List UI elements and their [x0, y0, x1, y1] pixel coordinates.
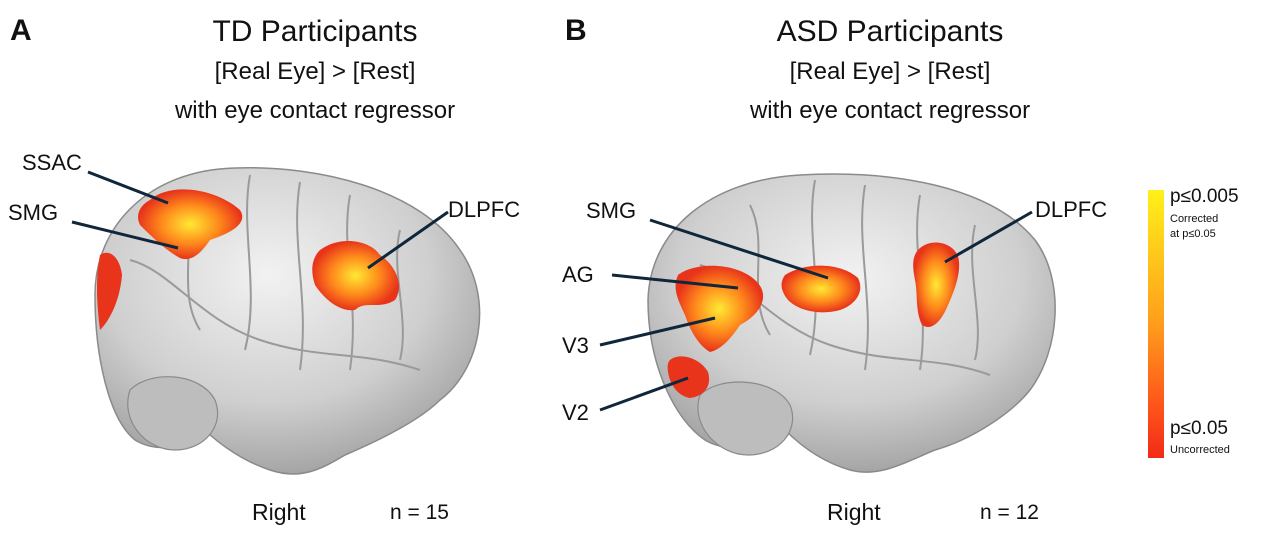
brain-render-td	[71, 167, 481, 475]
regressor-label: with eye contact regressor	[749, 97, 1031, 124]
activation-smg	[781, 265, 861, 313]
cerebellum	[697, 381, 794, 456]
activation-occipital	[97, 252, 122, 330]
contrast-label: [Real Eye] > [Rest]	[789, 58, 991, 85]
region-label-dlpfc: DLPFC	[448, 197, 521, 222]
activation-ssac-smg	[138, 189, 243, 260]
region-label-smg: SMG	[586, 198, 637, 223]
region-label-dlpfc: DLPFC	[1035, 197, 1108, 222]
cerebellum	[127, 376, 219, 451]
legend-bottom-note: Uncorrected	[1170, 444, 1230, 456]
hemisphere-label: Right	[252, 499, 306, 525]
panel-title: TD Participants	[212, 15, 418, 48]
sample-size: n = 12	[980, 501, 1039, 524]
region-label-v2: V2	[562, 400, 589, 425]
panel-a: A TD Participants [Real Eye] > [Rest] wi…	[0, 0, 560, 543]
panel-letter: A	[10, 14, 32, 47]
legend-top-note-1: Corrected	[1170, 213, 1219, 225]
region-label-smg: SMG	[8, 200, 59, 225]
activation-v2	[667, 356, 710, 398]
contrast-label: [Real Eye] > [Rest]	[214, 58, 416, 85]
sample-size: n = 15	[390, 501, 449, 524]
panel-b: B ASD Participants [Real Eye] > [Rest] w…	[560, 0, 1140, 543]
regressor-label: with eye contact regressor	[174, 97, 456, 124]
legend-bottom-value: p≤0.05	[1170, 418, 1228, 439]
hemisphere-label: Right	[827, 499, 881, 525]
region-label-ssac: SSAC	[22, 150, 82, 175]
activation-dlpfc	[913, 242, 960, 328]
legend-top-value: p≤0.005	[1170, 186, 1239, 207]
colorbar	[1148, 190, 1164, 458]
significance-colorbar-legend: p≤0.005 Corrected at p≤0.05 p≤0.05 Uncor…	[1140, 0, 1280, 543]
panel-letter: B	[565, 14, 587, 47]
panel-title: ASD Participants	[776, 15, 1004, 48]
legend-top-note-2: at p≤0.05	[1170, 228, 1216, 240]
brain-render-asd	[599, 173, 1056, 473]
region-label-v3: V3	[562, 333, 589, 358]
activation-ag-v3	[675, 265, 764, 352]
region-label-ag: AG	[562, 262, 594, 287]
activation-dlpfc	[312, 240, 400, 311]
